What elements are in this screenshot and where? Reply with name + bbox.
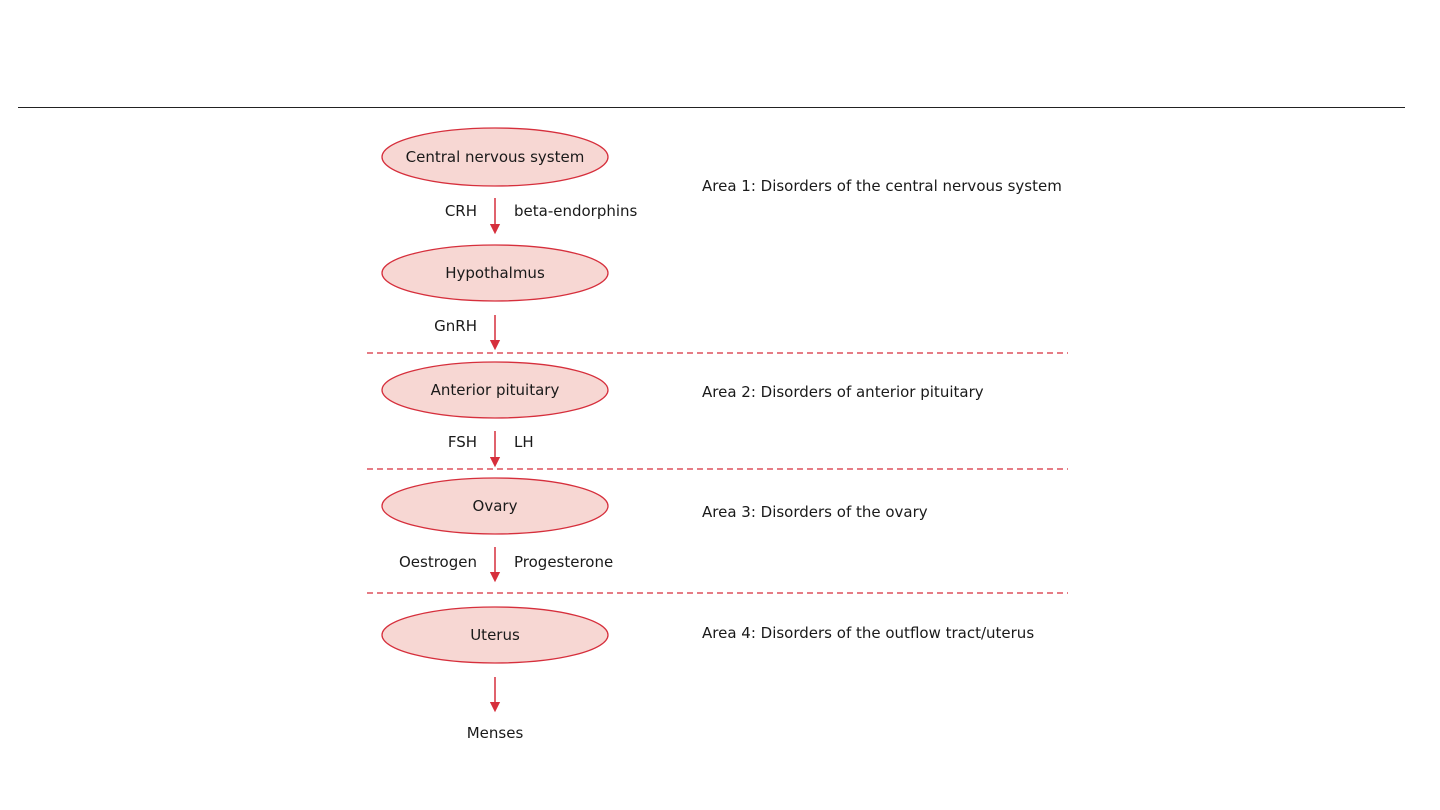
node-uterus: Uterus	[381, 606, 609, 664]
hormone-gnrh: GnRH	[434, 317, 477, 335]
node-ovary: Ovary	[381, 477, 609, 535]
area-2-label: Area 2: Disorders of anterior pituitary	[702, 383, 984, 401]
hormone-beta-endorphins: beta-endorphins	[514, 202, 638, 220]
hormone-progesterone: Progesterone	[514, 553, 613, 571]
hormone-crh: CRH	[445, 202, 477, 220]
hormone-oestrogen: Oestrogen	[399, 553, 477, 571]
node-cns-label: Central nervous system	[406, 148, 585, 166]
node-hypothalamus: Hypothalmus	[381, 244, 609, 302]
node-hypothalamus-label: Hypothalmus	[445, 264, 545, 282]
hormone-fsh: FSH	[448, 433, 477, 451]
node-cns: Central nervous system	[381, 127, 609, 187]
node-menses-label: Menses	[467, 724, 524, 742]
area-1-label: Area 1: Disorders of the central nervous…	[702, 177, 1062, 195]
area-3-label: Area 3: Disorders of the ovary	[702, 503, 928, 521]
node-anterior-pituitary: Anterior pituitary	[381, 361, 609, 419]
node-anterior-pituitary-label: Anterior pituitary	[431, 381, 560, 399]
area-4-label: Area 4: Disorders of the outflow tract/u…	[702, 624, 1034, 642]
top-rule	[18, 107, 1405, 108]
node-ovary-label: Ovary	[473, 497, 518, 515]
node-uterus-label: Uterus	[470, 626, 520, 644]
hormone-lh: LH	[514, 433, 534, 451]
